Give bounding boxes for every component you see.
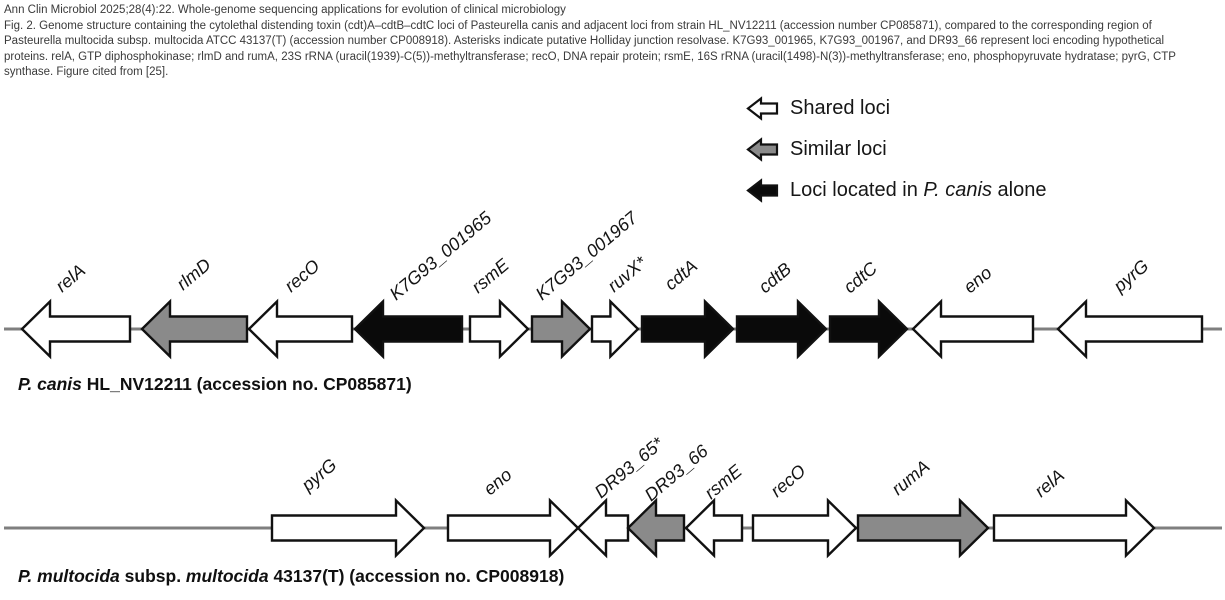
p-canis-only-arrow-icon — [746, 178, 779, 203]
map-title-p-multocida: P. multocida subsp. multocida 43137(T) (… — [18, 566, 564, 587]
gene-arrow-rumA — [856, 497, 990, 559]
caption-line: Ann Clin Microbiol 2025;28(4):22. Whole-… — [4, 4, 566, 16]
legend-label-text: P. canis — [923, 179, 992, 201]
gene-label-cdtB: cdtB — [755, 259, 795, 297]
map-title-text: P. canis — [18, 374, 82, 394]
gene-label-K7G93_001967: K7G93_001967 — [532, 207, 642, 304]
gene-arrow-relA — [992, 497, 1156, 559]
gene-label-rsmE: rsmE — [468, 254, 514, 297]
map-title-text: HL_NV12211 (accession no. CP085871) — [81, 374, 412, 394]
map-title-text: 43137(T) (accession no. CP008918) — [268, 566, 565, 586]
map-title-text: multocida — [185, 566, 269, 586]
legend-label-text: Similar loci — [790, 138, 887, 160]
gene-arrow-recO — [751, 497, 858, 559]
legend-label-text: Loci located in — [790, 179, 924, 201]
caption-line: synthase. Figure cited from [25]. — [4, 66, 169, 79]
gene-label-rumA: rumA — [888, 456, 934, 499]
gene-label-cdtC: cdtC — [840, 257, 882, 297]
gene-arrow-pyrG — [1056, 298, 1204, 360]
legend-label-text: Shared loci — [790, 97, 891, 119]
gene-arrow-rlmD — [140, 298, 249, 360]
legend-item-p-canis-only-loci: Loci located in P. canis alone — [745, 178, 1047, 203]
legend-item-shared-loci: Shared loci — [745, 96, 1047, 121]
gene-label-relA: relA — [52, 260, 89, 296]
map-title-text: subsp. — [119, 566, 186, 586]
gene-arrow-eno — [446, 497, 580, 559]
gene-label-recO: recO — [767, 461, 810, 501]
gene-arrow-cdtC — [828, 298, 909, 360]
gene-label-pyrG: pyrG — [1109, 256, 1153, 297]
legend: Shared loci Similar loci Loci located in… — [745, 96, 1047, 203]
figure-caption: Ann Clin Microbiol 2025;28(4):22. Whole-… — [4, 3, 1225, 81]
gene-arrow-K7G93_001967 — [530, 298, 592, 360]
legend-item-similar-loci: Similar loci — [745, 137, 1047, 162]
shared-loci-arrow-icon — [746, 96, 779, 121]
legend-label-text: alone — [992, 179, 1047, 201]
legend-label: Loci located in P. canis alone — [790, 179, 1047, 202]
gene-label-relA: relA — [1031, 465, 1068, 501]
gene-arrow-rsmE — [684, 497, 744, 559]
gene-label-ruvX*: ruvX* — [604, 252, 651, 296]
gene-arrow-relA — [20, 298, 132, 360]
gene-label-cdtA: cdtA — [661, 256, 701, 294]
gene-arrow-cdtB — [735, 298, 828, 360]
gene-arrow-K7G93_001965 — [353, 298, 464, 360]
legend-label: Shared loci — [790, 97, 890, 120]
legend-label: Similar loci — [790, 138, 887, 161]
gene-arrow-pyrG — [270, 497, 426, 559]
caption-line: Fig. 2. Genome structure containing the … — [4, 19, 1152, 32]
gene-arrow-ruvX* — [590, 298, 640, 360]
gene-arrow-cdtA — [640, 298, 735, 360]
similar-loci-arrow-icon — [746, 137, 779, 162]
gene-arrow-eno — [911, 298, 1035, 360]
gene-label-rsmE: rsmE — [701, 460, 747, 503]
caption-line: Pasteurella multocida subsp. multocida A… — [4, 35, 1165, 48]
map-title-p-canis: P. canis HL_NV12211 (accession no. CP085… — [18, 374, 412, 395]
gene-label-eno: eno — [960, 262, 996, 297]
gene-label-rlmD: rlmD — [173, 254, 215, 294]
gene-arrow-rsmE — [468, 298, 530, 360]
caption-line: proteins. relA, GTP diphosphokinase; rlm… — [4, 50, 1176, 63]
gene-label-pyrG: pyrG — [297, 455, 341, 496]
gene-arrow-DR93_65* — [576, 497, 630, 559]
gene-arrow-recO — [247, 298, 354, 360]
gene-arrow-DR93_66 — [626, 497, 686, 559]
map-title-text: P. multocida — [18, 566, 120, 586]
gene-label-recO: recO — [281, 256, 324, 296]
gene-label-eno: eno — [480, 464, 516, 499]
